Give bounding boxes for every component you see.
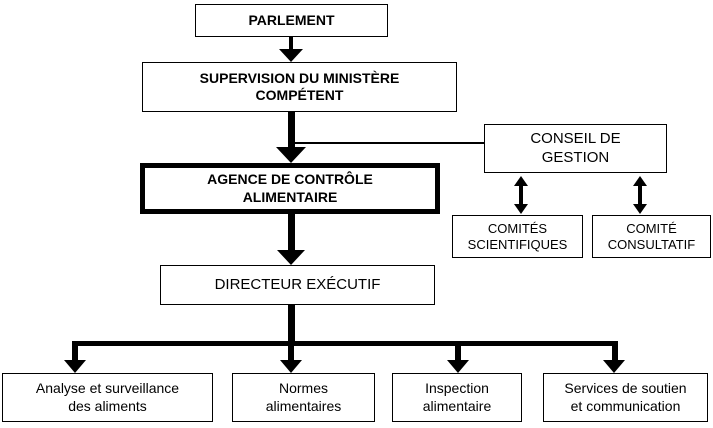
node-inspection-alimentaire: Inspection alimentaire	[392, 373, 522, 422]
node-comites-scientifiques-label: COMITÉS SCIENTIFIQUES	[467, 220, 568, 252]
arrowhead-down-icon	[603, 360, 625, 373]
arrow-stem	[612, 346, 618, 361]
arrowhead-down-icon	[277, 250, 305, 265]
arrowhead-up-icon	[633, 176, 647, 186]
arrow-stem	[519, 184, 523, 206]
node-services-soutien-label: Services de soutien et communication	[564, 380, 687, 414]
arrow-stem	[638, 184, 642, 206]
arrow-stem	[455, 346, 461, 361]
node-directeur-executif: DIRECTEUR EXÉCUTIF	[160, 265, 435, 305]
arrowhead-up-icon	[514, 176, 528, 186]
node-services-soutien: Services de soutien et communication	[543, 373, 708, 422]
node-conseil-de-gestion-label: CONSEIL DE GESTION	[530, 130, 621, 166]
arrow-stem	[288, 346, 294, 361]
node-normes-alimentaires: Normes alimentaires	[232, 373, 375, 422]
arrowhead-down-icon	[276, 147, 306, 163]
arrow-stem	[288, 112, 295, 148]
distribution-rail	[72, 341, 618, 346]
node-directeur-executif-label: DIRECTEUR EXÉCUTIF	[214, 275, 381, 293]
arrowhead-down-icon	[633, 204, 647, 214]
arrow-stem	[72, 346, 78, 361]
node-comites-scientifiques: COMITÉS SCIENTIFIQUES	[452, 215, 583, 258]
node-supervision-ministere: SUPERVISION DU MINISTÈRE COMPÉTENT	[142, 62, 457, 112]
node-conseil-de-gestion: CONSEIL DE GESTION	[484, 124, 667, 173]
arrowhead-down-icon	[279, 49, 303, 62]
node-parlement-label: PARLEMENT	[248, 11, 335, 28]
node-analyse-surveillance-label: Analyse et surveillance des aliments	[35, 380, 180, 414]
node-supervision-ministere-label: SUPERVISION DU MINISTÈRE COMPÉTENT	[199, 69, 400, 103]
arrow-stem	[288, 214, 295, 252]
arrowhead-down-icon	[280, 360, 302, 373]
arrowhead-down-icon	[64, 360, 86, 373]
node-comite-consultatif-label: COMITÉ CONSULTATIF	[607, 220, 696, 252]
arrowhead-down-icon	[514, 204, 528, 214]
trunk-stem	[288, 305, 295, 346]
node-inspection-alimentaire-label: Inspection alimentaire	[422, 380, 492, 414]
line-agence-conseil	[291, 142, 484, 144]
node-comite-consultatif: COMITÉ CONSULTATIF	[592, 215, 711, 258]
arrowhead-down-icon	[447, 360, 469, 373]
arrow-stem	[289, 37, 293, 53]
node-analyse-surveillance: Analyse et surveillance des aliments	[2, 373, 213, 422]
node-parlement: PARLEMENT	[195, 4, 388, 37]
node-normes-alimentaires-label: Normes alimentaires	[265, 380, 342, 414]
node-agence-controle-alimentaire: AGENCE DE CONTRÔLE ALIMENTAIRE	[140, 163, 440, 214]
node-agence-controle-alimentaire-label: AGENCE DE CONTRÔLE ALIMENTAIRE	[207, 171, 373, 205]
